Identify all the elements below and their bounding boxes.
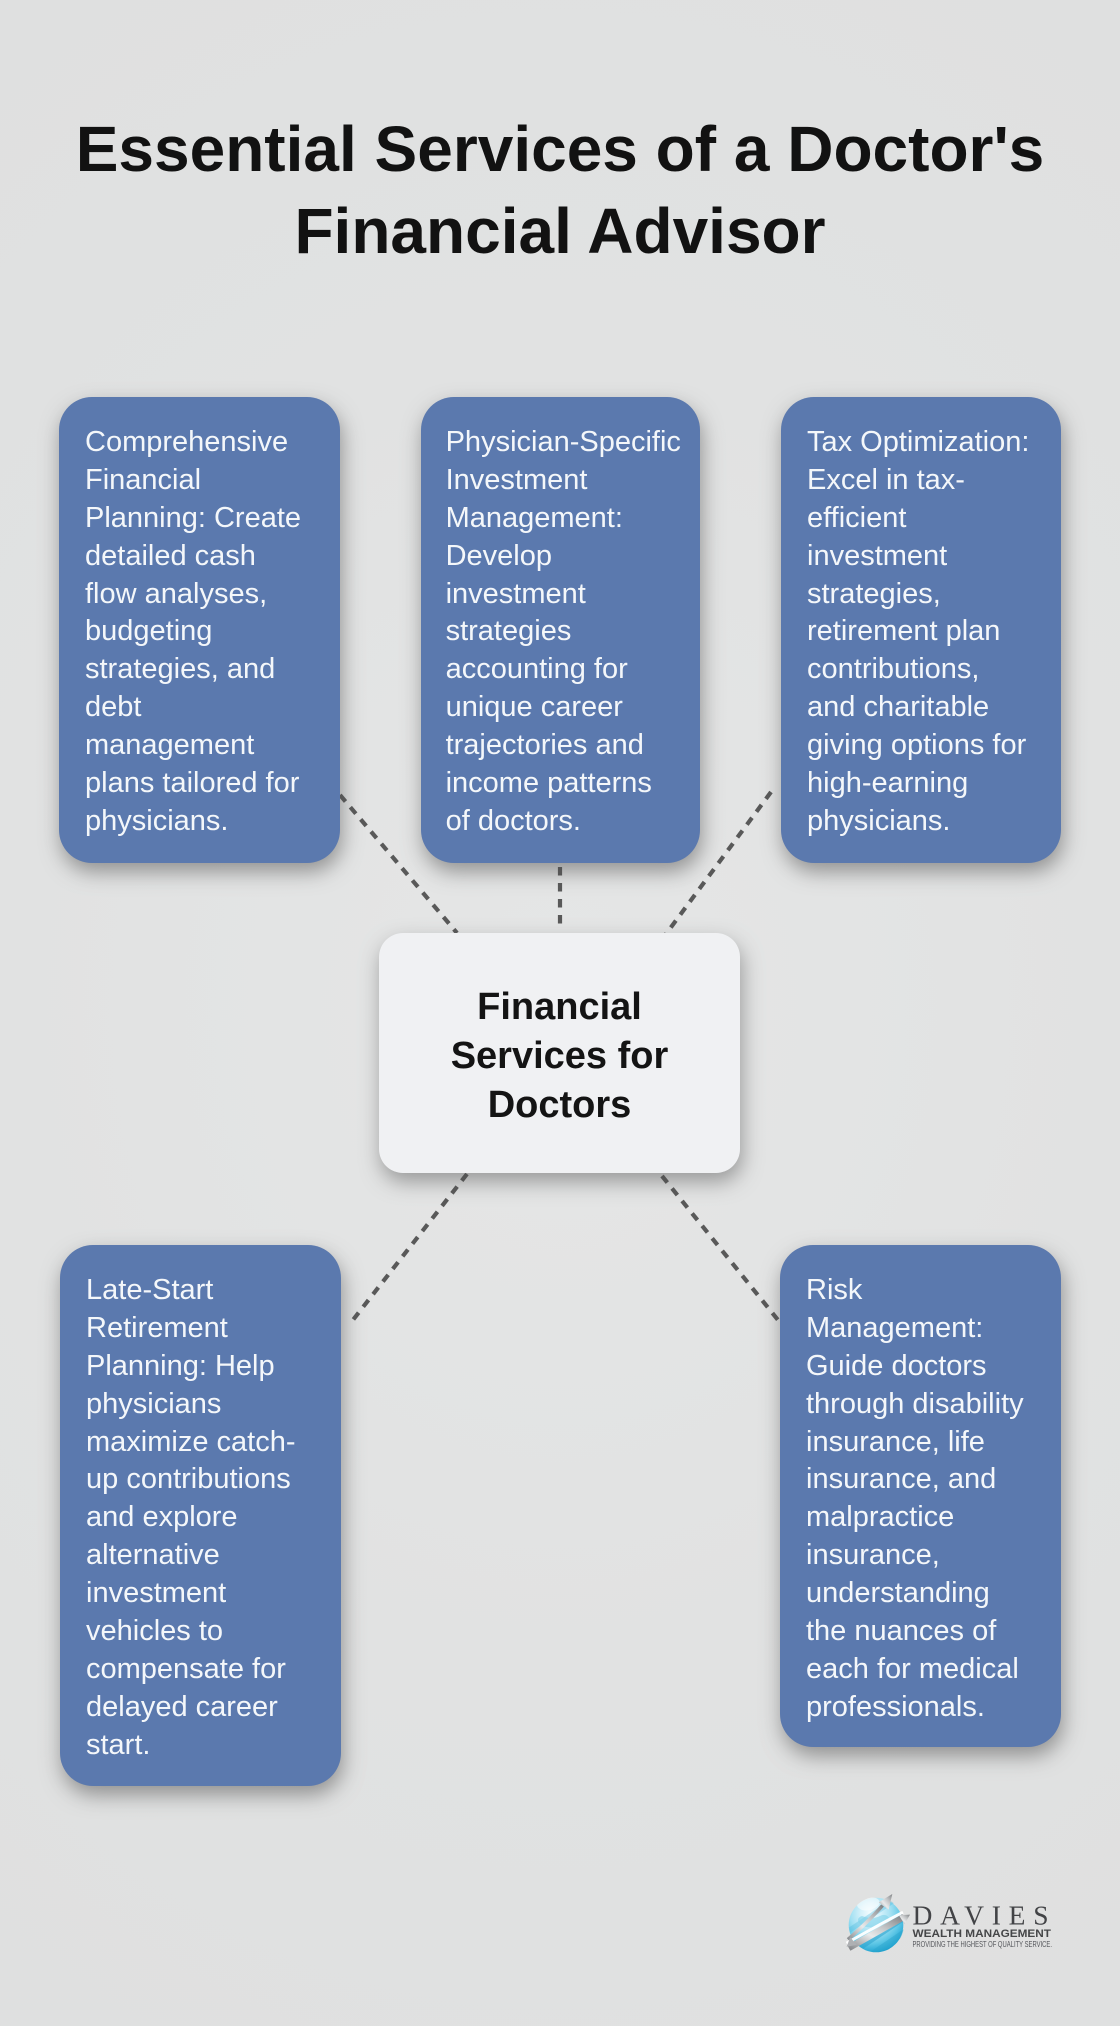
svg-text:WEALTH MANAGEMENT: WEALTH MANAGEMENT [913,1928,1052,1940]
svg-text:PROVIDING THE HIGHEST OF QUALI: PROVIDING THE HIGHEST OF QUALITY SERVICE… [913,1939,1053,1949]
svg-text:DAVIES: DAVIES [913,1900,1057,1931]
